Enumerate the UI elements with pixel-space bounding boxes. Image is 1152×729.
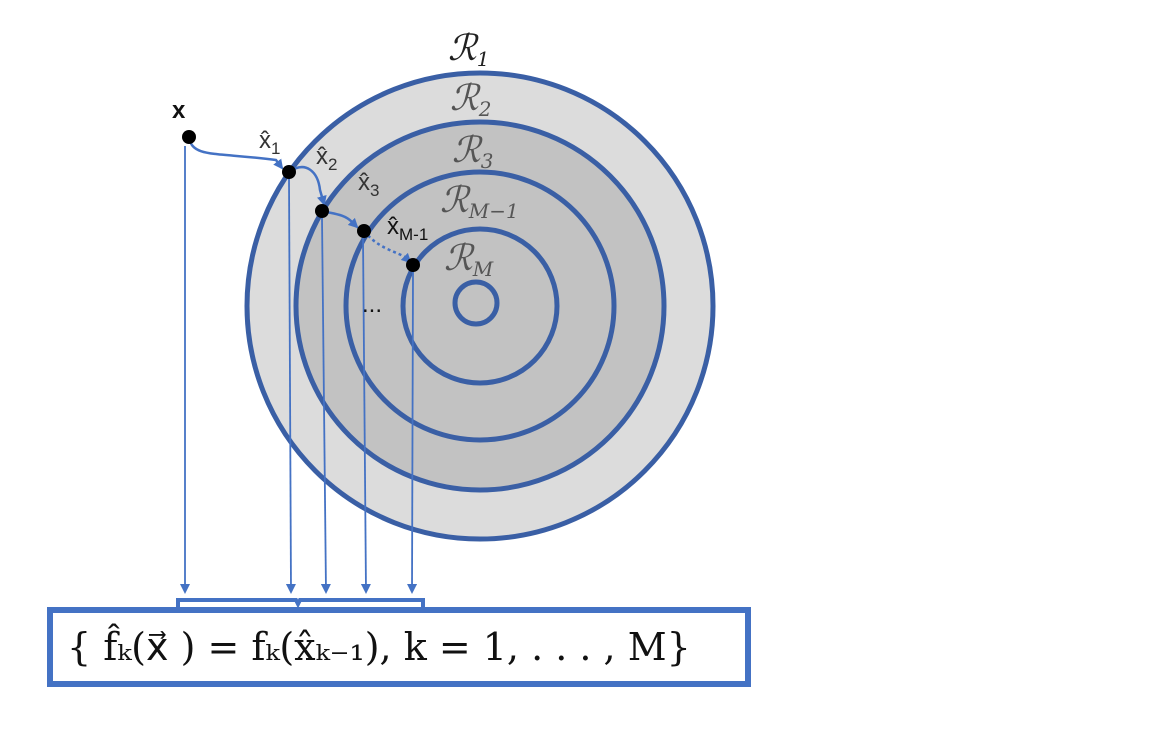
- region-label-r3: ℛ3: [452, 130, 493, 173]
- formula-box: { f̂ₖ(x⃗ ) = fₖ(x̂ₖ₋₁), k = 1, . . . , M…: [47, 607, 751, 687]
- region-rm-circle: [452, 279, 500, 327]
- point-label-xm1: x̂M-1: [387, 213, 428, 244]
- point-xm1: [406, 258, 420, 272]
- point-x: [182, 130, 196, 144]
- point-label-x: x: [172, 97, 186, 124]
- region-label-rm: ℛM: [444, 238, 494, 281]
- points: [182, 130, 420, 272]
- projection-arrow-xm1: [407, 271, 418, 594]
- projection-arrow-x2: [320, 217, 331, 594]
- point-labels: x x̂1 x̂2 x̂3 x̂M-1 ...: [172, 97, 428, 318]
- point-label-x3: x̂3: [358, 169, 379, 200]
- projection-arrows: [180, 146, 418, 594]
- projection-arrow-x3: [360, 237, 371, 594]
- region-label-r1: ℛ1: [448, 28, 489, 71]
- regions-group: [244, 70, 716, 542]
- region-labels: ℛ1 ℛ2 ℛ3 ℛM−1 ℛM: [440, 28, 519, 281]
- point-label-x1: x̂1: [259, 127, 280, 158]
- region-label-r2: ℛ2: [450, 78, 491, 121]
- point-label-x2: x̂2: [316, 143, 337, 174]
- formula-text: { f̂ₖ(x⃗ ) = fₖ(x̂ₖ₋₁), k = 1, . . . , M…: [67, 625, 691, 669]
- point-x2: [315, 204, 329, 218]
- point-x3: [357, 224, 371, 238]
- collecting-bracket: [176, 598, 425, 609]
- projection-arrow-x1: [285, 177, 296, 594]
- ellipsis-label: ...: [362, 291, 382, 318]
- point-x1: [282, 165, 296, 179]
- region-label-rm1: ℛM−1: [440, 180, 519, 223]
